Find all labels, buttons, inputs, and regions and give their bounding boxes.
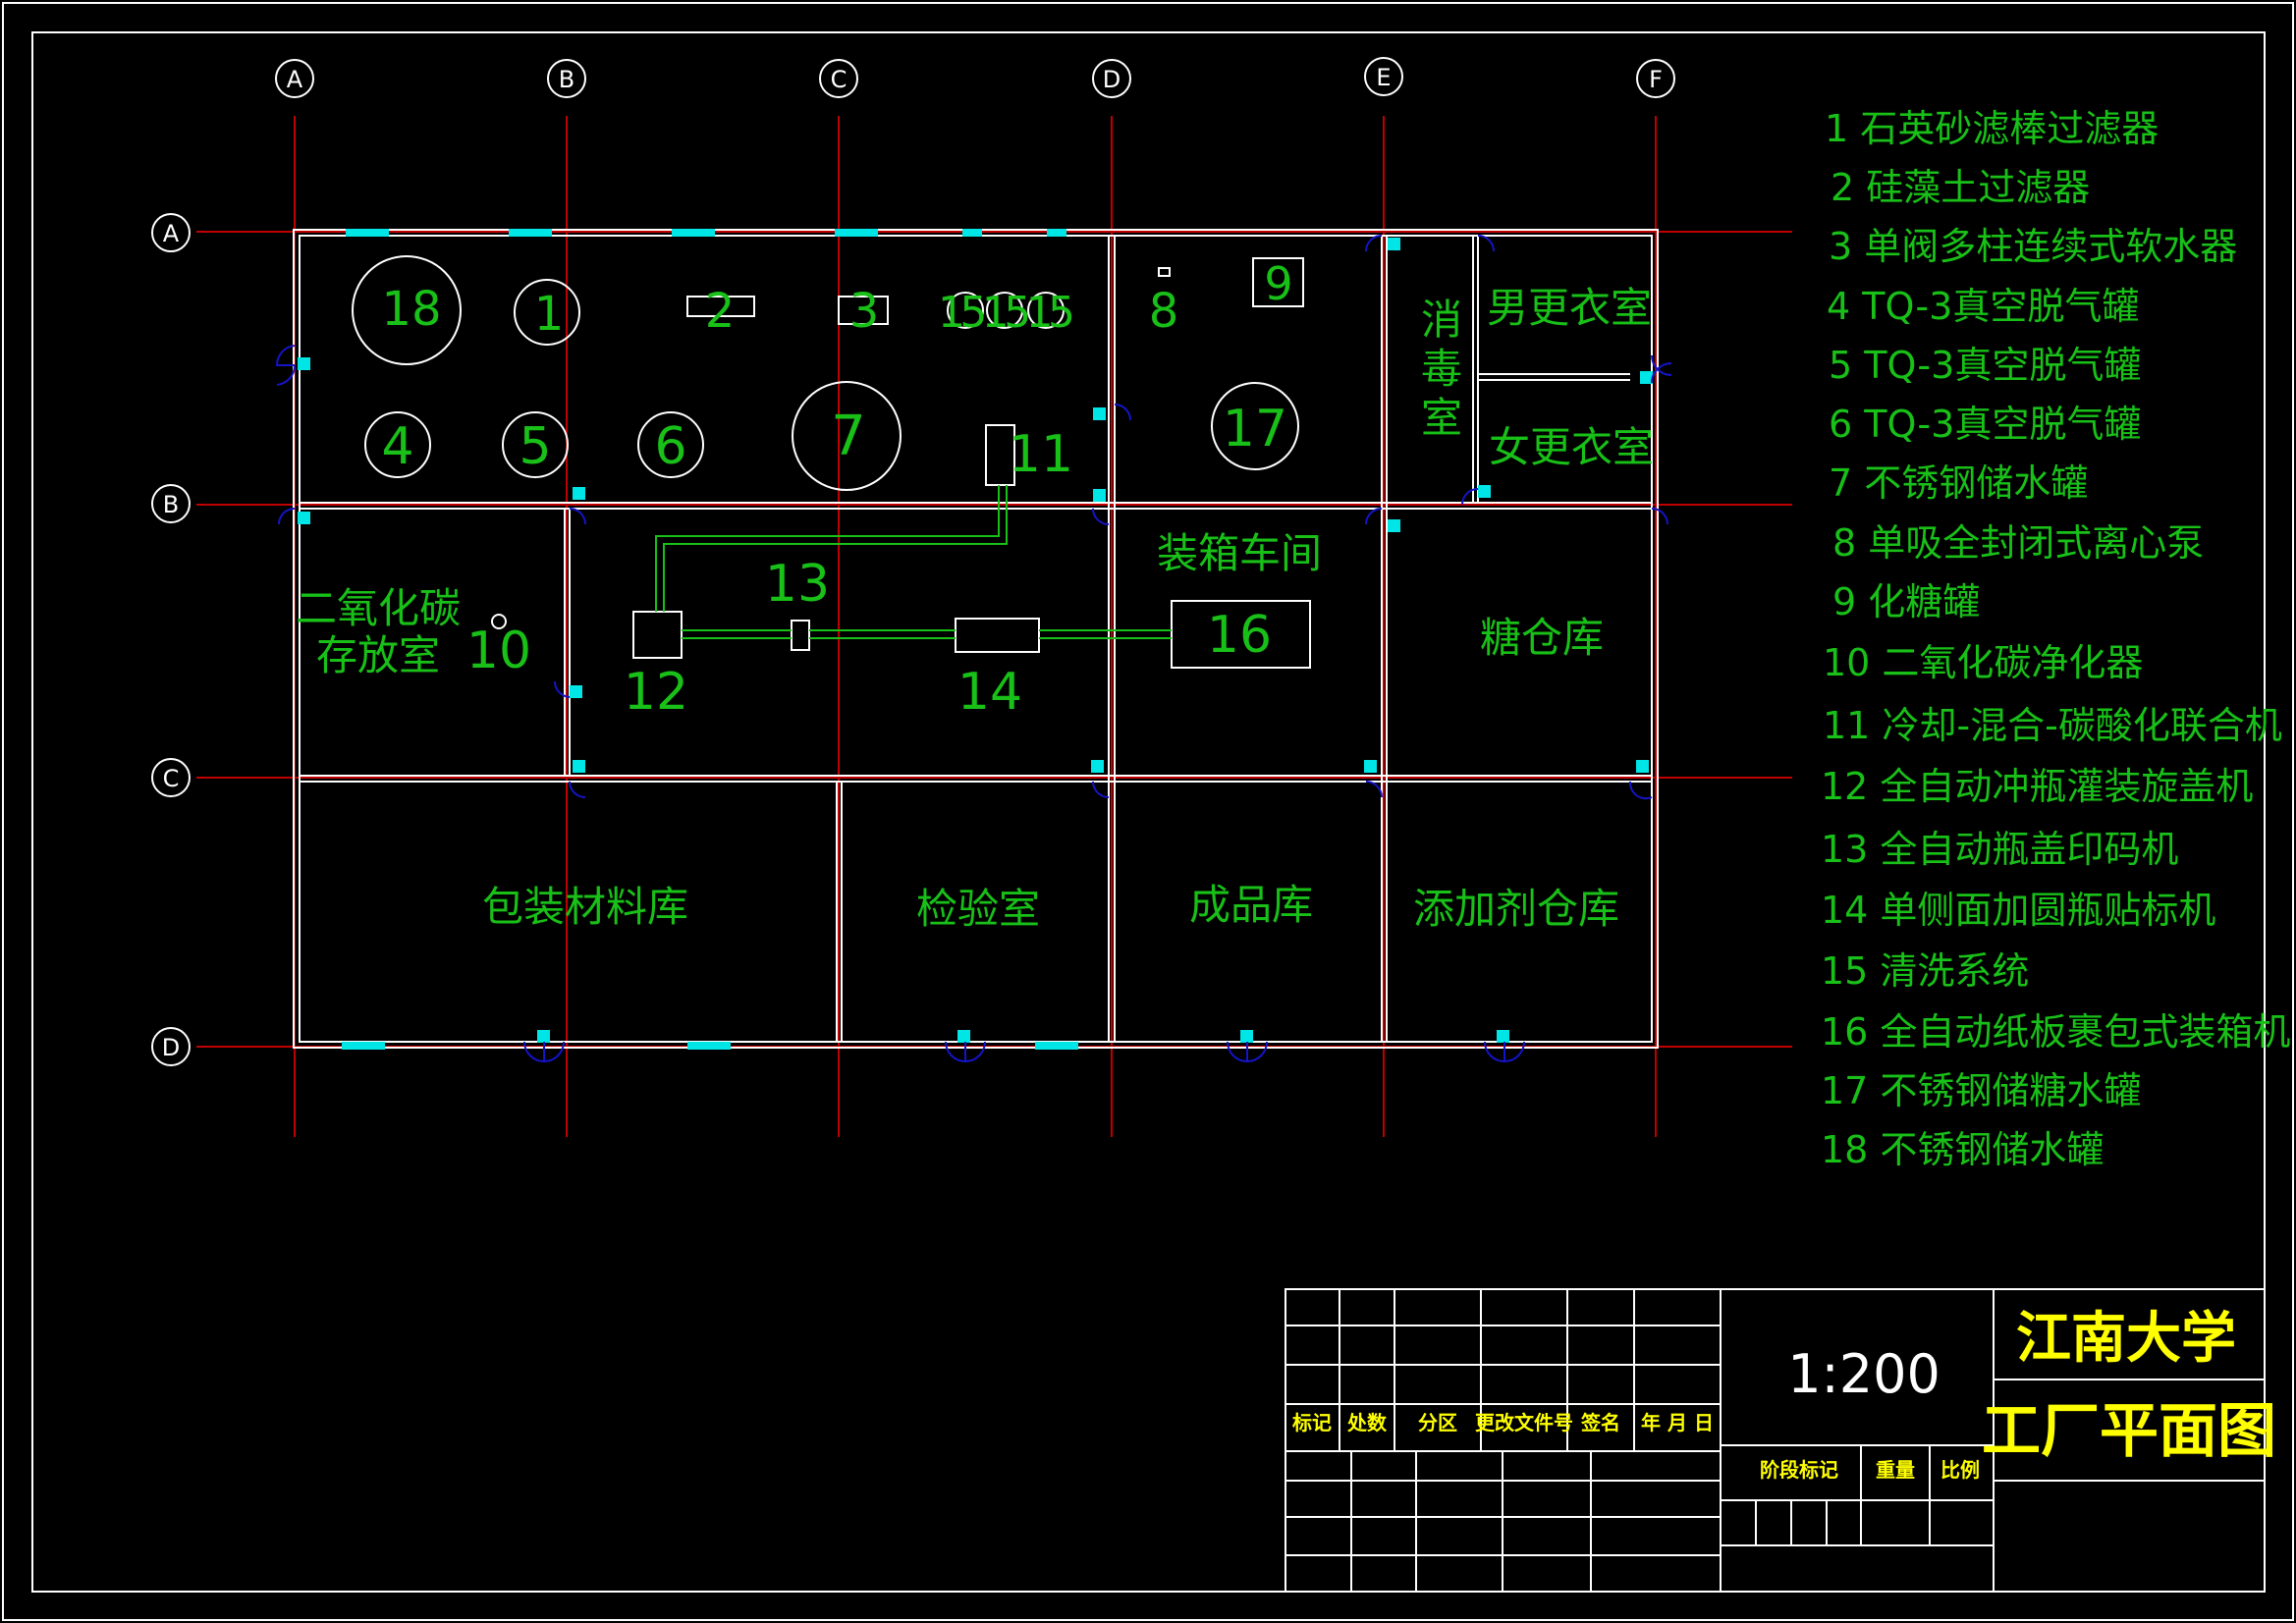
tb-header-stage: 阶段标记 [1760,1458,1838,1482]
equipment-label-17: 17 [1223,400,1287,459]
tb-header-weight: 重量 [1876,1458,1915,1482]
equipment-label-2: 2 [705,284,736,339]
tb-scale: 1:200 [1787,1343,1941,1405]
tb-header-mark: 标记 [1292,1411,1332,1434]
legend-item: 16 全自动纸板裹包式装箱机 [1821,1010,2290,1054]
equipment-label-6: 6 [654,417,686,476]
equipment-label-10: 10 [466,622,531,680]
sheet-inner-border [31,31,2266,1593]
equipment-label-11: 11 [1009,425,1073,484]
equipment-label-7: 7 [831,405,866,468]
equipment-label-14: 14 [957,663,1022,722]
legend-item: 1 石英砂滤棒过滤器 [1825,107,2159,150]
tb-header-ratio: 比例 [1941,1458,1980,1482]
room-disinfection-1: 消 [1421,296,1462,344]
axis-col-c: C [831,66,847,93]
legend-item: 14 单侧面加圆瓶贴标机 [1821,889,2215,932]
conveyor-lines [655,485,1172,639]
axis-col-e: E [1376,64,1391,91]
equipment-label-16: 16 [1207,606,1272,665]
legend-item: 8 单吸全封闭式离心泵 [1832,521,2204,565]
equipment-label-3: 3 [849,284,880,339]
room-male-locker: 男更衣室 [1487,284,1652,332]
windows [342,229,1078,1050]
tb-header-date: 年 月 日 [1641,1411,1714,1434]
equipment-label-5: 5 [519,417,551,476]
room-female-locker: 女更衣室 [1489,423,1654,471]
equipment-label-4: 4 [381,417,413,476]
equipment-label-12: 12 [624,663,688,722]
legend-item: 4 TQ-3真空脱气罐 [1827,285,2139,328]
room-co2-storage-line1: 二氧化碳 [296,584,461,632]
legend-item: 5 TQ-3真空脱气罐 [1829,344,2141,387]
axis-row-d: D [162,1034,180,1061]
room-finished-goods: 成品库 [1189,881,1313,929]
legend-item: 6 TQ-3真空脱气罐 [1829,403,2141,446]
equipment-outlines [352,255,1311,669]
legend-item: 2 硅藻土过滤器 [1831,166,2090,209]
legend-item: 7 不锈钢储水罐 [1829,461,2088,505]
room-packaging-warehouse: 包装材料库 [482,883,688,931]
room-co2-storage-line2: 存放室 [316,631,440,679]
legend-item: 10 二氧化碳净化器 [1823,641,2143,684]
axis-row-a: A [163,220,180,247]
axis-col-d: D [1103,66,1121,93]
tb-header-count: 处数 [1346,1411,1388,1434]
tb-header-sign: 签名 [1580,1411,1620,1434]
axis-col-f: F [1649,66,1663,93]
equipment-label-15: 151515 [938,288,1075,338]
legend-item: 11 冷却-混合-碳酸化联合机 [1823,704,2282,747]
equipment-label-9: 9 [1264,257,1292,310]
legend-item: 15 清洗系统 [1821,949,2029,993]
axis-bubbles [151,57,1675,1066]
equipment-legend: 1 石英砂滤棒过滤器 2 硅藻土过滤器 3 单阀多柱连续式软水器 4 TQ-3真… [1821,107,2290,1171]
tb-header-zone: 分区 [1418,1411,1457,1434]
room-disinfection-2: 毒 [1421,345,1462,393]
legend-item: 18 不锈钢储水罐 [1821,1128,2104,1171]
axis-col-a: A [287,66,303,93]
legend-item: 9 化糖罐 [1832,580,1980,623]
axis-row-b: B [163,491,179,518]
walls [293,229,1659,1049]
equipment-label-1: 1 [534,287,565,342]
equipment-label-18: 18 [381,282,441,337]
axis-col-b: B [559,66,574,93]
legend-item: 17 不锈钢储糖水罐 [1821,1069,2141,1112]
door-markers [298,238,1653,1043]
room-disinfection-3: 室 [1421,394,1462,442]
door-swings [275,235,1672,1063]
axis-row-c: C [163,765,180,792]
tb-school-name: 江南大学 [2016,1307,2236,1371]
equipment-label-8: 8 [1149,284,1179,339]
tb-drawing-title: 工厂平面图 [1982,1397,2276,1466]
tb-header-doc: 更改文件号 [1475,1411,1573,1434]
title-block [1285,1288,2266,1593]
legend-item: 3 单阀多柱连续式软水器 [1829,225,2237,268]
room-boxing-workshop: 装箱车间 [1157,529,1322,577]
room-sugar-warehouse: 糖仓库 [1480,614,1604,662]
legend-item: 13 全自动瓶盖印码机 [1821,828,2178,871]
equipment-label-13: 13 [765,555,830,614]
room-additive-warehouse: 添加剂仓库 [1413,885,1619,933]
room-inspection: 检验室 [916,885,1040,933]
legend-item: 12 全自动冲瓶灌装旋盖机 [1821,765,2253,808]
